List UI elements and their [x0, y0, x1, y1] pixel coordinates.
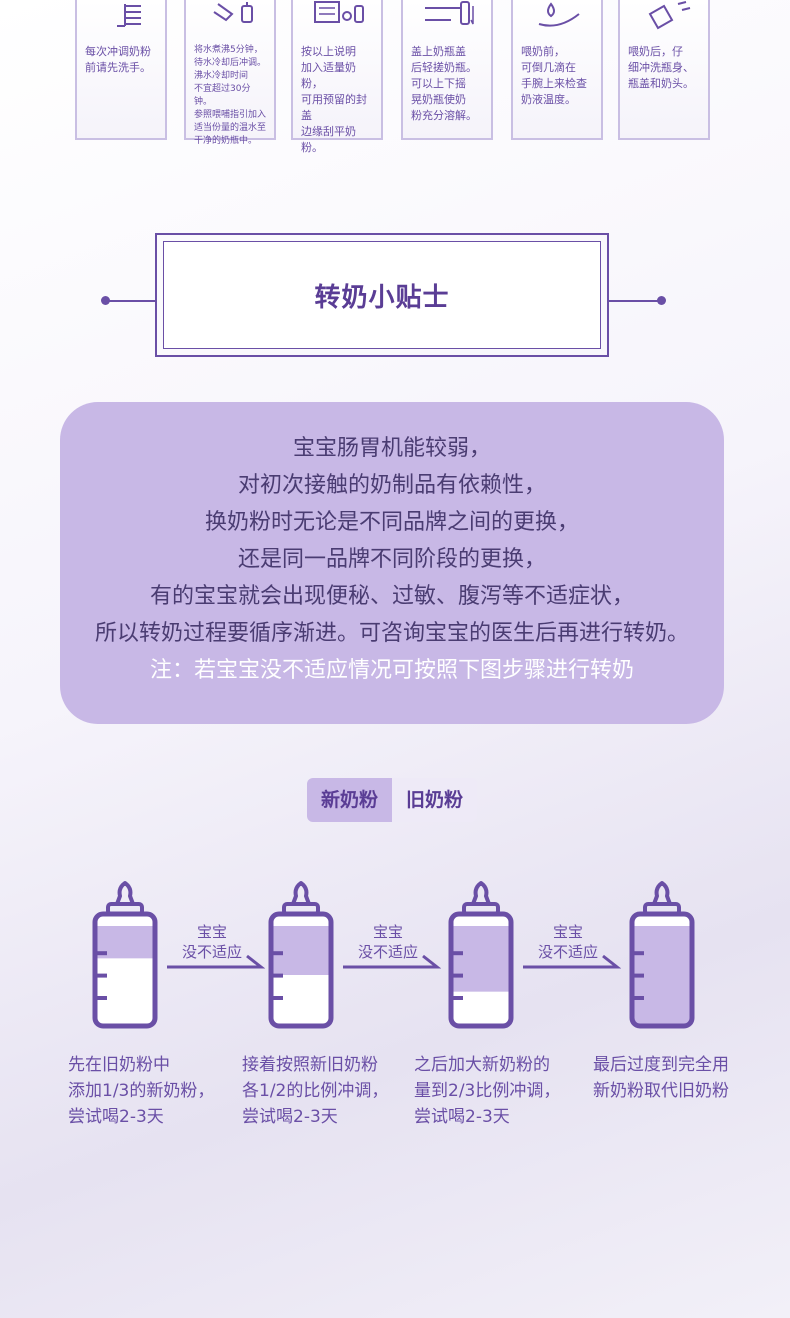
- bottle-nipple: [115, 881, 135, 906]
- arrow-label-line2: 没不适应: [357, 943, 418, 961]
- title-right-line: [609, 300, 661, 302]
- prep-step-3: 按以上说明 加入适量奶粉， 可用预留的封盖 边缘刮平奶粉。: [291, 0, 383, 154]
- prep-step-text: 将水煮沸5分钟， 待水冷却后冲调。 沸水冷却时间 不宜超过30分钟。 参照喂哺指…: [194, 45, 267, 146]
- tip-line: 还是同一品牌不同阶段的更换，: [237, 547, 546, 572]
- tip-box: 宝宝肠胃机能较弱， 对初次接触的奶制品有依赖性， 换奶粉时无论是不同品牌之间的更…: [60, 402, 724, 724]
- transition-step-3: 之后加大新奶粉的 量到2/3比例冲调， 尝试喝2-3天: [414, 1055, 561, 1127]
- legend-new-formula: 新奶粉: [307, 778, 393, 822]
- preparation-steps: 每次冲调奶粉 前请先洗手。 将水煮沸5分钟， 待水冷却后冲调。 沸水冷却时间 不…: [0, 0, 790, 154]
- title-right-dot: [657, 296, 666, 305]
- scoop-tin-icon: [314, 1, 364, 23]
- bottle-body: [92, 911, 158, 1029]
- kettle-bottle-icon: [213, 2, 253, 23]
- transition-arrow-1: 宝宝 没不适应: [165, 922, 265, 972]
- tip-line: 换奶粉时无论是不同品牌之间的更换，: [204, 510, 579, 535]
- arrow-label-line2: 没不适应: [181, 943, 242, 961]
- transition-step-4: 最后过度到完全用 新奶粉取代旧奶粉: [593, 1055, 729, 1101]
- tip-line: 所以转奶过程要循序渐进。可咨询宝宝的医生后再进行转奶。: [94, 621, 689, 646]
- prep-step-text: 喂奶后，仔 细冲洗瓶身、 瓶盖和奶头。: [628, 45, 694, 90]
- new-formula-fill: [271, 926, 331, 975]
- tip-line: 宝宝肠胃机能较弱，: [292, 436, 491, 461]
- section-title-frame: 转奶小贴士: [155, 233, 609, 357]
- tip-note: 注：若宝宝没不适应情况可按照下图步骤进行转奶: [149, 658, 634, 683]
- bottle-body: [448, 911, 514, 1029]
- prep-step-text: 每次冲调奶粉 前请先洗手。: [85, 45, 151, 74]
- bottle-step-3: [448, 881, 514, 1029]
- prep-step-text: 按以上说明 加入适量奶粉， 可用预留的封盖 边缘刮平奶粉。: [301, 45, 367, 154]
- arrow-icon: [523, 954, 621, 969]
- bottle-step-1: [92, 881, 158, 1029]
- section-title: 转奶小贴士: [314, 282, 450, 313]
- arrow-icon: [343, 954, 441, 969]
- hand-wash-icon: [117, 4, 141, 27]
- bottle-nipple: [652, 881, 672, 906]
- clean-bottle-icon: [648, 1, 691, 30]
- bottle-body: [629, 911, 695, 1029]
- arrow-label-line2: 没不适应: [537, 943, 598, 961]
- transition-step-1: 先在旧奶粉中 添加1/3的新奶粉， 尝试喝2-3天: [68, 1055, 215, 1127]
- arrow-label-line1: 宝宝: [196, 923, 227, 941]
- bottle-nipple: [471, 881, 491, 906]
- prep-step-6: 喂奶后，仔 细冲洗瓶身、 瓶盖和奶头。: [618, 0, 710, 140]
- shake-bottle-icon: [425, 1, 474, 25]
- transition-arrow-3: 宝宝 没不适应: [521, 922, 621, 972]
- transition-arrow-2: 宝宝 没不适应: [341, 922, 441, 972]
- new-formula-fill: [451, 926, 511, 992]
- title-left-line: [105, 300, 155, 302]
- bottle-step-4: [629, 881, 695, 1029]
- arrow-icon: [167, 954, 265, 969]
- bottle-body: [268, 911, 334, 1029]
- prep-step-text: 喂奶前， 可倒几滴在 手腕上来检查 奶液温度。: [521, 45, 587, 106]
- bottle-step-2: [268, 881, 334, 1029]
- arrow-label-line1: 宝宝: [372, 923, 403, 941]
- formula-legend: 新奶粉 旧奶粉: [307, 778, 478, 822]
- prep-step-4: 盖上奶瓶盖 后轻搓奶瓶。 可以上下摇 晃奶瓶使奶 粉充分溶解。: [401, 0, 493, 140]
- wrist-drop-icon: [538, 2, 580, 27]
- transition-step-2: 接着按照新旧奶粉 各1/2的比例冲调， 尝试喝2-3天: [242, 1055, 389, 1127]
- prep-step-5: 喂奶前， 可倒几滴在 手腕上来检查 奶液温度。: [511, 0, 603, 140]
- prep-step-text: 盖上奶瓶盖 后轻搓奶瓶。 可以上下摇 晃奶瓶使奶 粉充分溶解。: [411, 45, 477, 122]
- tip-line: 有的宝宝就会出现便秘、过敏、腹泻等不适症状，: [149, 584, 634, 609]
- bottle-nipple: [291, 881, 311, 906]
- prep-step-2: 将水煮沸5分钟， 待水冷却后冲调。 沸水冷却时间 不宜超过30分钟。 参照喂哺指…: [184, 0, 276, 146]
- legend-old-formula: 旧奶粉: [392, 778, 478, 822]
- prep-step-1: 每次冲调奶粉 前请先洗手。: [75, 0, 167, 140]
- tip-line: 对初次接触的奶制品有依赖性，: [237, 473, 546, 498]
- arrow-label-line1: 宝宝: [552, 923, 583, 941]
